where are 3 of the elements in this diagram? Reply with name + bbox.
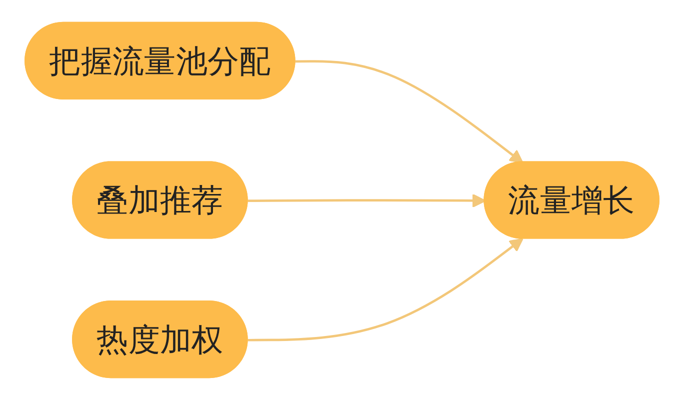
arrow [248, 238, 524, 342]
arrow [248, 194, 486, 208]
arrow [295, 60, 524, 164]
